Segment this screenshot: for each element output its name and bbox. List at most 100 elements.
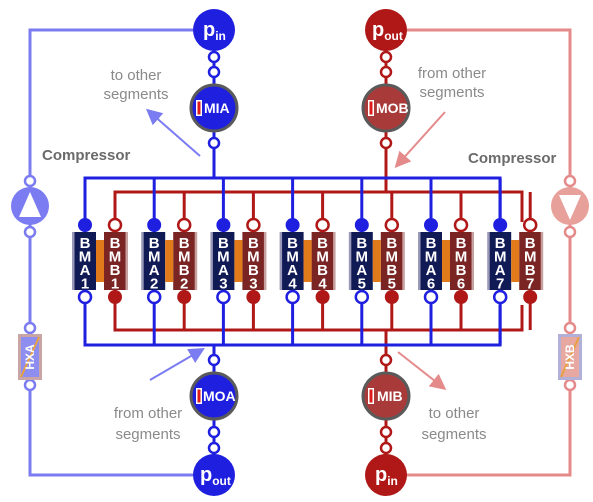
bed-module-b-1: [104, 232, 126, 290]
bed-separator: [442, 240, 450, 282]
bed-separator: [165, 240, 174, 282]
bed-module-a-3: [212, 232, 235, 290]
bed-separator: [96, 240, 104, 282]
label-compressor-right: Compressor: [468, 150, 557, 167]
bed-separator: [303, 240, 312, 282]
svg-text:pin: pin: [203, 19, 226, 43]
bed-module-a-7: [489, 232, 512, 290]
svg-text:pout: pout: [372, 19, 403, 43]
bed-module-a-4: [281, 232, 304, 290]
label-compressor-left: Compressor: [42, 147, 131, 164]
port-red-top: [107, 217, 123, 233]
port-blue-bottom: [77, 289, 93, 305]
bed-module-b-6: [450, 232, 472, 290]
port-blue-top: [147, 218, 162, 232]
bed-module-b-7: [519, 232, 542, 290]
port-blue-top: [216, 218, 231, 232]
bed-module-a-1: [74, 232, 96, 290]
port-red-bottom: [177, 290, 192, 304]
valve-mob: MOB: [361, 83, 411, 133]
port-red-top: [522, 217, 538, 233]
arrow-from-other-bottom: [149, 347, 205, 381]
arrow-to-other-top: [145, 108, 201, 157]
port-blue-top: [493, 218, 508, 232]
compressor-right-icon: [551, 174, 589, 239]
port-blue-top: [354, 218, 369, 232]
port-red-bottom: [315, 290, 330, 304]
port-blue-bottom: [354, 289, 370, 305]
svg-text:MIA: MIA: [204, 100, 230, 116]
port-red-bottom: [384, 290, 399, 304]
valve-mia: MIA: [189, 83, 239, 133]
port-red-top: [384, 217, 400, 233]
port-blue-bottom: [216, 289, 231, 305]
port-blue-bottom: [423, 289, 439, 305]
bed-module-b-5: [380, 232, 403, 290]
heat-exchanger-a: HXA: [18, 321, 42, 392]
port-red-bottom: [454, 290, 468, 304]
port-blue-bottom: [146, 289, 162, 305]
port-blue-top: [424, 218, 438, 232]
svg-text:HXA: HXA: [23, 344, 37, 370]
port-blue-top: [285, 218, 300, 232]
node-p-in-top: pin: [193, 9, 235, 51]
port-red-top: [176, 217, 192, 233]
node-p-out-top: pout: [365, 9, 407, 51]
port-red-top: [453, 217, 469, 233]
port-red-top: [246, 217, 261, 233]
port-blue-bottom: [285, 289, 300, 305]
port-red-bottom: [246, 290, 261, 304]
port-red-top: [315, 217, 330, 233]
bed-module-b-2: [173, 232, 196, 290]
bed-module-b-4: [311, 232, 334, 290]
outer-loop-right: [390, 28, 572, 477]
svg-text:MIB: MIB: [377, 388, 403, 404]
port-blue-bottom: [492, 289, 508, 305]
bed-separator: [372, 240, 381, 282]
arrow-to-other-bottom: [397, 351, 447, 390]
svg-text:pin: pin: [375, 464, 398, 488]
bed-module-a-6: [420, 232, 442, 290]
heat-exchanger-b: HXB: [558, 321, 582, 392]
svg-text:MOB: MOB: [376, 100, 409, 116]
port-red-bottom: [523, 290, 538, 304]
compressor-left-icon: [11, 174, 49, 239]
bed-module-a-2: [143, 232, 166, 290]
valve-moa: MOA: [189, 371, 239, 421]
port-red-bottom: [108, 290, 122, 304]
outer-loop-left: [28, 28, 193, 477]
valve-mib: MIB: [361, 371, 411, 421]
svg-text:pout: pout: [200, 464, 231, 488]
valve-connectors: [207, 50, 393, 455]
bed-module-a-5: [350, 232, 373, 290]
bed-module-b-3: [242, 232, 265, 290]
svg-text:MOA: MOA: [203, 388, 236, 404]
